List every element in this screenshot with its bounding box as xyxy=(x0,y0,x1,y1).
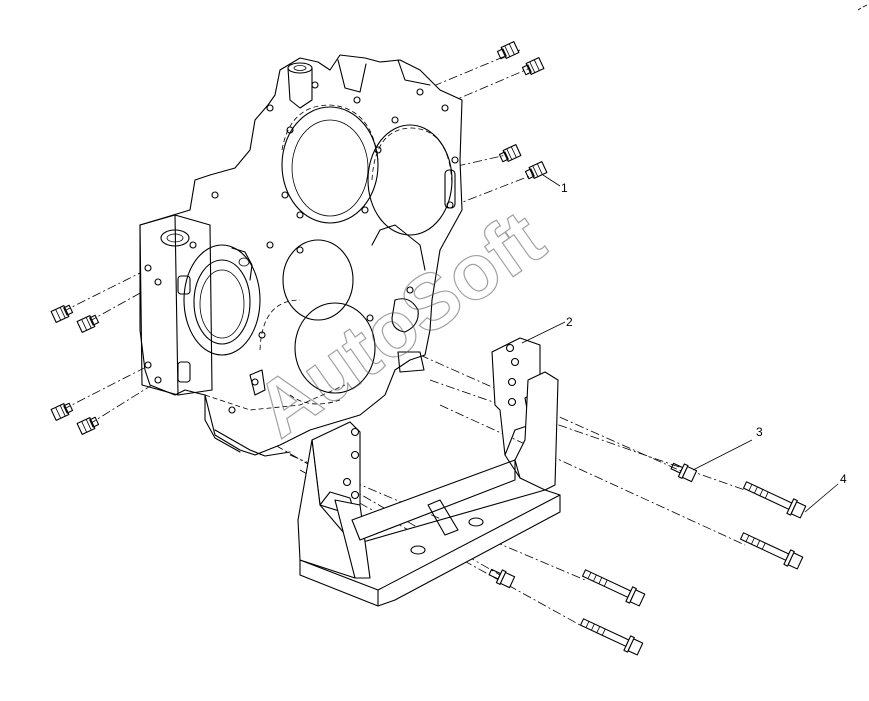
cap-screw xyxy=(496,41,520,60)
callout-1: 1 xyxy=(561,181,568,195)
cap-screw xyxy=(524,161,548,180)
long-bolt xyxy=(739,532,804,570)
mounting-bracket xyxy=(297,337,561,607)
cap-screw xyxy=(498,144,522,163)
callout-2: 2 xyxy=(566,315,573,329)
gear-housing xyxy=(139,54,463,457)
long-bolt xyxy=(579,618,644,656)
long-bolt xyxy=(581,569,646,607)
flange-bolt xyxy=(488,568,516,589)
flange-bolt xyxy=(670,462,698,483)
cap-screw xyxy=(50,304,74,323)
cap-screw xyxy=(50,402,74,421)
cap-screw xyxy=(76,416,100,435)
cap-screw xyxy=(76,314,100,333)
callouts: 1 2 3 4 xyxy=(561,181,847,486)
fasteners xyxy=(50,41,807,656)
corner-mark xyxy=(857,4,868,11)
long-bolt xyxy=(742,481,807,519)
cap-screw xyxy=(521,57,545,76)
leader-lines xyxy=(521,174,839,513)
callout-3: 3 xyxy=(756,425,763,439)
callout-4: 4 xyxy=(840,472,847,486)
